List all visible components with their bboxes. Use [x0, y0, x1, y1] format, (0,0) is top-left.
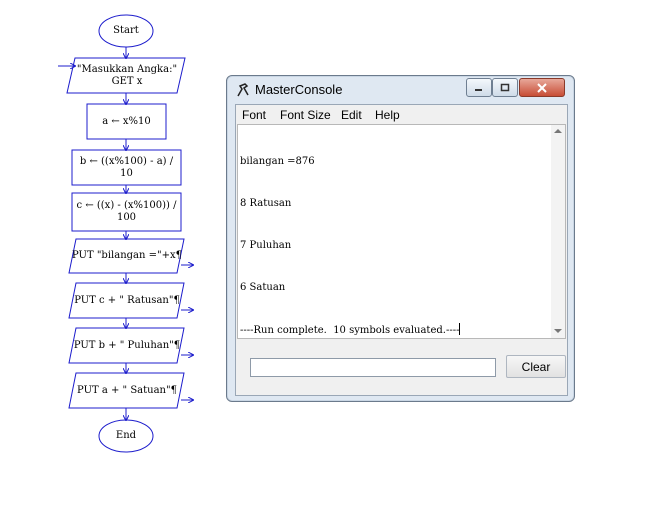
- output1-label[interactable]: PUT "bilangan ="+x¶: [72, 250, 182, 261]
- close-icon: [537, 82, 547, 93]
- scroll-down-icon[interactable]: [554, 329, 562, 333]
- menu-help[interactable]: Help: [375, 108, 400, 122]
- output1-parallelogram: [68, 238, 185, 274]
- output3-parallelogram: [68, 327, 185, 364]
- end-label[interactable]: End: [115, 430, 137, 441]
- output-line: 6 Satuan: [240, 282, 286, 293]
- console-output[interactable]: bilangan =876 8 Ratusan 7 Puluhan 6 Satu…: [237, 124, 566, 339]
- minimize-icon: [475, 88, 482, 91]
- assign-c-label[interactable]: c ← ((x) - (x%100)) / 100: [76, 200, 177, 223]
- output3-label[interactable]: PUT b + " Puluhan"¶: [73, 339, 181, 351]
- start-label[interactable]: Start: [113, 25, 139, 36]
- output4-parallelogram: [68, 372, 185, 409]
- flowchart: Start "Masukkan Angka:" GET x a ← x%10 b…: [0, 0, 220, 506]
- input-label[interactable]: "Masukkan Angka:" GET x: [76, 63, 178, 87]
- flowchart-shapes: [58, 14, 220, 453]
- title-bar[interactable]: MasterConsole: [227, 76, 574, 104]
- text-cursor: [459, 323, 461, 335]
- menu-bar: Font Font Size Edit Help: [236, 105, 567, 123]
- menu-font[interactable]: Font: [242, 108, 267, 122]
- output4-label[interactable]: PUT a + " Satuan"¶: [77, 384, 177, 396]
- menu-font-size[interactable]: Font Size: [280, 108, 331, 122]
- clear-button[interactable]: Clear: [506, 355, 566, 378]
- menu-edit[interactable]: Edit: [341, 108, 362, 122]
- output-line: ----Run complete. 10 symbols evaluated.-…: [240, 323, 461, 338]
- minimize-button[interactable]: [466, 78, 492, 97]
- input-parallelogram: [66, 57, 186, 94]
- assign-b-label[interactable]: b ← ((x%100) - a) / 10: [79, 155, 174, 179]
- maximize-button[interactable]: [492, 78, 518, 97]
- assign-a-label[interactable]: a ← x%10: [102, 115, 151, 127]
- output-line: bilangan =876: [240, 156, 315, 167]
- vertical-scrollbar[interactable]: [551, 125, 565, 338]
- maximize-icon: [500, 83, 510, 92]
- output-line: 7 Puluhan: [240, 240, 292, 251]
- app-icon: [237, 83, 249, 97]
- output2-parallelogram: [68, 282, 185, 319]
- output2-label[interactable]: PUT c + " Ratusan"¶: [74, 294, 180, 306]
- close-button[interactable]: [519, 78, 565, 97]
- console-client-area: Font Font Size Edit Help bilangan =876 8…: [235, 104, 568, 396]
- end-terminal: [98, 419, 154, 453]
- master-console-window: MasterConsole Font Font Size Edit Help b…: [226, 75, 575, 402]
- window-title: MasterConsole: [255, 82, 343, 97]
- scroll-up-icon[interactable]: [554, 129, 562, 133]
- output-line: 8 Ratusan: [240, 198, 292, 209]
- output-text: bilangan =876 8 Ratusan 7 Puluhan 6 Satu…: [240, 127, 461, 366]
- command-input[interactable]: [250, 358, 496, 377]
- run-complete-text: ----Run complete. 10 symbols evaluated.-…: [240, 325, 460, 336]
